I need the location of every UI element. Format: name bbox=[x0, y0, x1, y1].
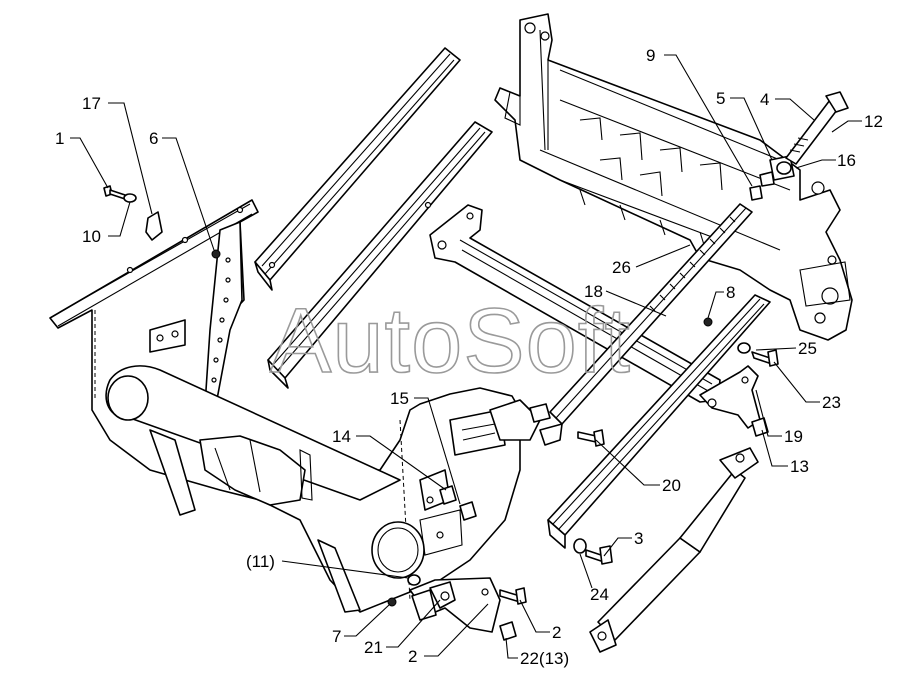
callout-5: 5 bbox=[716, 89, 725, 108]
callout-6: 6 bbox=[149, 129, 158, 148]
callout-13: 13 bbox=[790, 457, 809, 476]
callout-16: 16 bbox=[837, 151, 856, 170]
callout-25: 25 bbox=[798, 339, 817, 358]
lower-rail bbox=[267, 121, 493, 389]
callout-15: 15 bbox=[390, 389, 409, 408]
callout-20: 20 bbox=[662, 476, 681, 495]
callout-2-bottom: 2 bbox=[408, 647, 417, 666]
callout-23: 23 bbox=[822, 393, 841, 412]
gas-spring bbox=[589, 447, 759, 653]
toothed-rack bbox=[539, 203, 753, 446]
fasteners bbox=[103, 91, 849, 641]
callout-2-right: 2 bbox=[552, 623, 561, 642]
upper-rail bbox=[254, 47, 461, 291]
callout-12: 12 bbox=[864, 112, 883, 131]
callout-4: 4 bbox=[760, 90, 769, 109]
cross-beam bbox=[429, 204, 721, 403]
callout-9: 9 bbox=[646, 46, 655, 65]
callout-labels: 1 17 6 10 9 5 4 12 16 26 18 8 25 23 19 1… bbox=[55, 46, 883, 668]
bracket bbox=[699, 365, 761, 429]
watermark: AutoSoft bbox=[270, 290, 631, 392]
callout-21: 21 bbox=[364, 638, 383, 657]
callout-1: 1 bbox=[55, 129, 64, 148]
guide-rail bbox=[547, 294, 771, 549]
callout-17: 17 bbox=[82, 94, 101, 113]
callout-3: 3 bbox=[634, 529, 643, 548]
callout-18: 18 bbox=[584, 282, 603, 301]
callout-26: 26 bbox=[612, 258, 631, 277]
callout-24: 24 bbox=[590, 585, 609, 604]
main-frame bbox=[49, 199, 541, 613]
callout-22-13: 22(13) bbox=[520, 649, 569, 668]
callout-10: 10 bbox=[82, 227, 101, 246]
callout-7: 7 bbox=[332, 627, 341, 646]
leader-lines bbox=[70, 54, 862, 659]
callout-19: 19 bbox=[784, 427, 803, 446]
callout-11: (11) bbox=[246, 552, 275, 571]
rear-frame bbox=[494, 13, 853, 341]
callout-8: 8 bbox=[726, 283, 735, 302]
lower-linkage bbox=[409, 577, 501, 633]
callout-14: 14 bbox=[332, 427, 351, 446]
